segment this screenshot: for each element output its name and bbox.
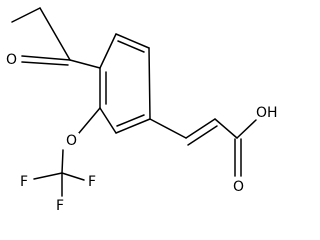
bond-ring-ether-o (78, 107, 101, 134)
acid-hydroxyl-label: OH (256, 105, 278, 121)
label-bg-ether-oxygen (65, 133, 79, 149)
bond-c-f3 (61, 172, 85, 181)
ring-bond-2 (115, 33, 150, 49)
ketone-oxygen-label: O (6, 52, 17, 68)
label-bg-ketone-oxygen (5, 52, 19, 68)
ether-oxygen-label: O (66, 133, 77, 149)
ring-bond-4 (115, 118, 151, 134)
bond-ethyl-ch2-carbonyl (39, 7, 71, 61)
molecule-svg: O O F F F OH O (5, 7, 278, 214)
ring-bond-1 (99, 33, 117, 69)
ring-bond-4-inner (116, 114, 145, 127)
ring-bond-2-inner (117, 40, 145, 53)
ring-bond-3 (148, 47, 151, 120)
bond-carbonyl-ring (69, 59, 101, 69)
bond-ether-o-cf3 (61, 149, 64, 174)
fluorine-label-1: F (20, 174, 28, 190)
fluorine-label-3: F (88, 174, 96, 190)
bond-ketone-c-o-a (21, 55, 71, 61)
bond-ethyl-ch3-ch2 (11, 7, 41, 23)
bond-carboxyl-oh (236, 119, 257, 139)
bond-c-f1 (33, 172, 63, 180)
ring-bond-5 (99, 107, 117, 134)
bond-vinyl-double-a (185, 118, 216, 139)
fluorine-label-2: F (56, 198, 64, 214)
bond-ring-vinyl (149, 118, 187, 139)
bond-vinyl-double-b (187, 125, 218, 146)
structure-diagram: O O F F F OH O (5, 7, 278, 214)
acid-carbonyl-oxygen-label: O (233, 179, 244, 195)
bond-ketone-c-o-b (21, 61, 69, 66)
bond-vinyl-carboxyl (214, 118, 238, 139)
